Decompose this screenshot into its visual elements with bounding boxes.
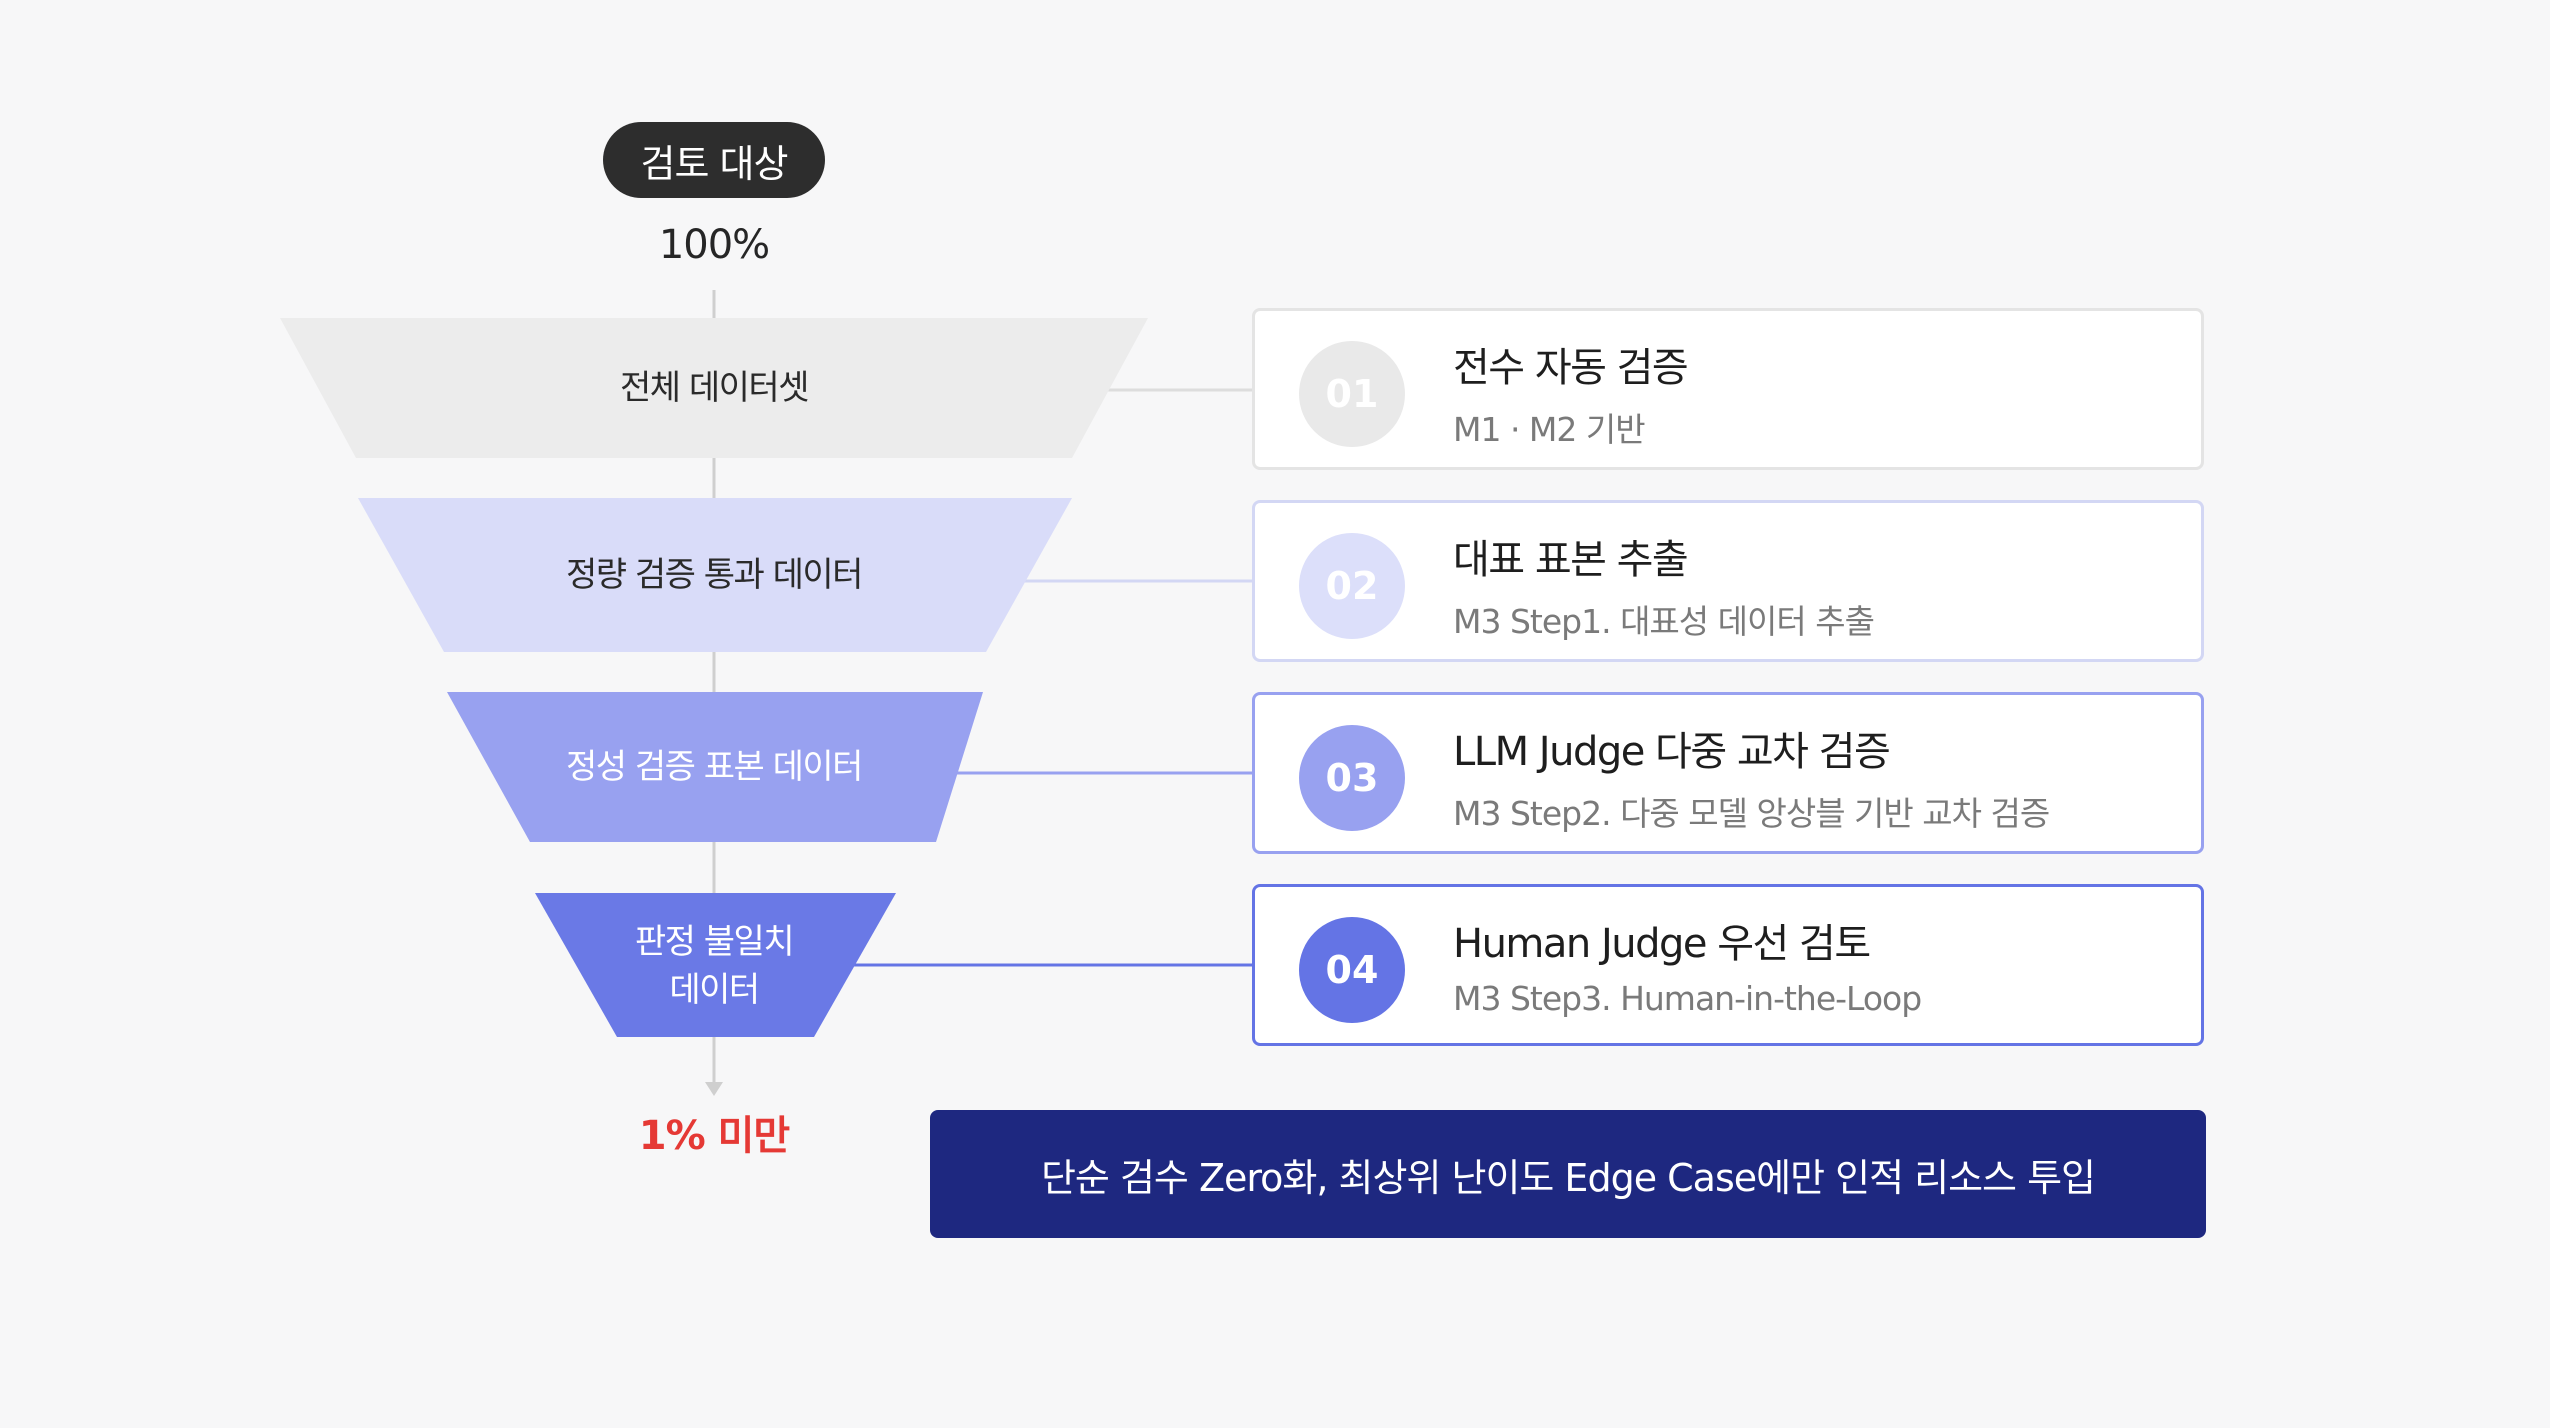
step-card-1: 01 전수 자동 검증 M1 · M2 기반 bbox=[1252, 308, 2204, 470]
funnel-label-4: 판정 불일치 데이터 bbox=[564, 918, 864, 1014]
step-number-3: 03 bbox=[1299, 725, 1405, 831]
step-subtitle-4: M3 Step3. Human-in-the-Loop bbox=[1453, 979, 1922, 1018]
axis-arrow-head bbox=[705, 1082, 723, 1096]
funnel-label-3: 정성 검증 표본 데이터 bbox=[566, 747, 863, 787]
bottom-percentage: 1% 미만 bbox=[638, 1113, 790, 1159]
step-subtitle-2: M3 Step1. 대표성 데이터 추출 bbox=[1453, 602, 1875, 641]
funnel-segment-4 bbox=[535, 893, 896, 1037]
step-number-4: 04 bbox=[1299, 917, 1405, 1023]
step-subtitle-3: M3 Step2. 다중 모델 앙상블 기반 교차 검증 bbox=[1453, 794, 2050, 833]
summary-banner: 단순 검수 Zero화, 최상위 난이도 Edge Case에만 인적 리소스 … bbox=[930, 1110, 2206, 1238]
funnel-segment-1 bbox=[280, 318, 1148, 458]
step-title-1: 전수 자동 검증 bbox=[1453, 345, 1689, 391]
top-percentage: 100% bbox=[658, 222, 770, 268]
step-card-2: 02 대표 표본 추출 M3 Step1. 대표성 데이터 추출 bbox=[1252, 500, 2204, 662]
funnel-label-4-line2: 데이터 bbox=[669, 970, 760, 1010]
funnel-segment-2 bbox=[358, 498, 1072, 652]
step-subtitle-1: M1 · M2 기반 bbox=[1453, 410, 1646, 449]
funnel-label-2: 정량 검증 통과 데이터 bbox=[566, 555, 863, 595]
step-title-2: 대표 표본 추출 bbox=[1453, 537, 1689, 583]
review-target-badge: 검토 대상 bbox=[603, 122, 825, 198]
step-number-2: 02 bbox=[1299, 533, 1405, 639]
funnel-label-1: 전체 데이터셋 bbox=[620, 368, 810, 408]
funnel-segment-3 bbox=[447, 692, 983, 842]
step-number-1: 01 bbox=[1299, 341, 1405, 447]
step-card-4: 04 Human Judge 우선 검토 M3 Step3. Human-in-… bbox=[1252, 884, 2204, 1046]
step-card-3: 03 LLM Judge 다중 교차 검증 M3 Step2. 다중 모델 앙상… bbox=[1252, 692, 2204, 854]
step-title-3: LLM Judge 다중 교차 검증 bbox=[1453, 729, 1891, 775]
step-title-4: Human Judge 우선 검토 bbox=[1453, 921, 1871, 967]
funnel-label-4-line1: 판정 불일치 bbox=[634, 922, 795, 962]
